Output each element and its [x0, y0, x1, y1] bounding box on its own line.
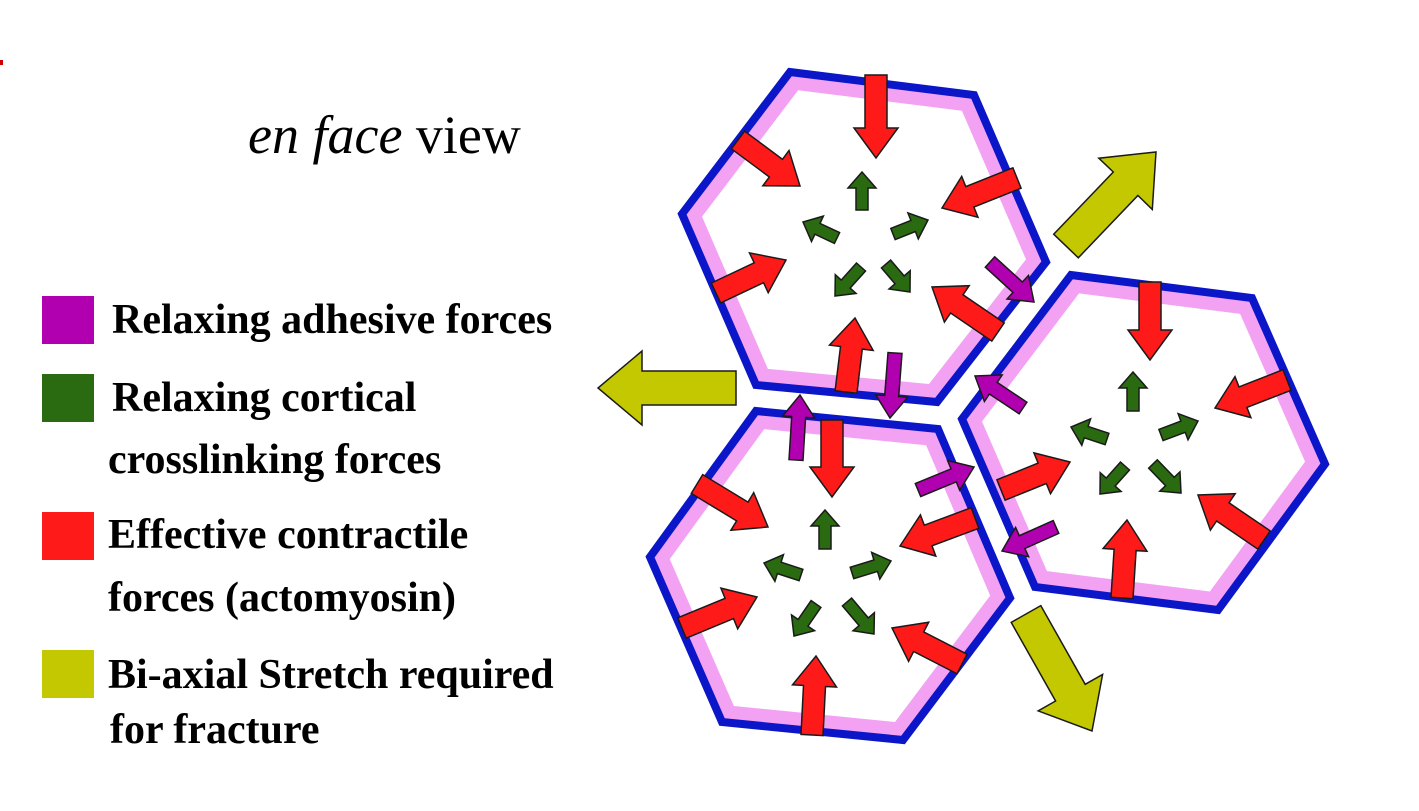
contractile-arrow-11: [1101, 518, 1149, 600]
stretch-arrow-1: [596, 349, 737, 427]
contractile-arrow-4: [710, 251, 788, 304]
contractile-arrow-7: [1126, 281, 1174, 362]
cortical-arrow-9: [1099, 460, 1131, 495]
contractile-arrow-16: [890, 621, 969, 675]
cortical-arrow-3: [889, 211, 930, 241]
legend-label-contractile-2: forces (actomyosin): [108, 575, 456, 621]
adhesive-arrow-3: [781, 393, 817, 462]
legend-swatch-cortical: [42, 374, 94, 422]
adhesive-arrow-6: [1000, 519, 1060, 558]
contractile-arrow-14: [898, 506, 980, 558]
stretch-arrow-3: [1010, 604, 1104, 733]
legend-label-stretch-1: Bi-axial Stretch required: [108, 652, 554, 698]
contractile-arrow-5: [930, 284, 1006, 343]
legend-swatch-contractile: [42, 512, 94, 560]
legend-label-stretch-2: for fracture: [110, 707, 320, 753]
title: en face view: [248, 108, 521, 162]
title-italic: en face: [248, 105, 403, 165]
contractile-arrow-9: [995, 451, 1072, 502]
cortical-arrow-14: [790, 599, 822, 637]
cortical-arrow-13: [849, 550, 893, 581]
stretch-arrow-2: [1052, 151, 1157, 259]
contractile-arrow-12: [808, 419, 856, 499]
legend-label-cortical-1: Relaxing cortical: [112, 375, 417, 421]
corner-mark: [0, 60, 3, 65]
adhesive-arrow-4: [973, 374, 1028, 415]
contractile-arrow-10: [1196, 492, 1272, 551]
contractile-arrow-1: [852, 74, 900, 160]
cortical-arrow-7: [1069, 417, 1110, 448]
cortical-arrow-4: [834, 261, 867, 297]
legend-label-adhesive-1: Relaxing adhesive forces: [112, 297, 553, 343]
cortical-arrow-11: [809, 508, 841, 550]
cortical-arrow-10: [1147, 458, 1182, 494]
adhesive-arrow-1: [984, 255, 1035, 303]
adhesive-arrow-5: [914, 459, 976, 498]
cortical-arrow-8: [1157, 412, 1200, 442]
contractile-arrow-3: [940, 166, 1023, 219]
adhesive-arrow-2: [874, 351, 910, 420]
legend-swatch-adhesive: [42, 296, 94, 344]
contractile-arrow-8: [1213, 368, 1292, 419]
cortical-arrow-5: [880, 259, 911, 293]
contractile-arrow-17: [790, 654, 838, 737]
legend-label-contractile-1: Effective contractile: [108, 512, 469, 558]
cortical-arrow-1: [846, 170, 878, 211]
title-rest: view: [402, 105, 521, 165]
contractile-arrow-15: [676, 587, 759, 640]
contractile-arrow-6: [827, 316, 875, 395]
contractile-arrow-2: [730, 130, 802, 187]
cortical-arrow-12: [762, 553, 804, 584]
contractile-arrow-13: [690, 473, 770, 532]
cortical-arrow-6: [1117, 370, 1149, 412]
legend-label-cortical-2: crosslinking forces: [108, 437, 442, 483]
cortical-arrow-15: [841, 597, 876, 635]
legend-swatch-stretch: [42, 650, 94, 698]
cortical-arrow-2: [801, 214, 841, 245]
